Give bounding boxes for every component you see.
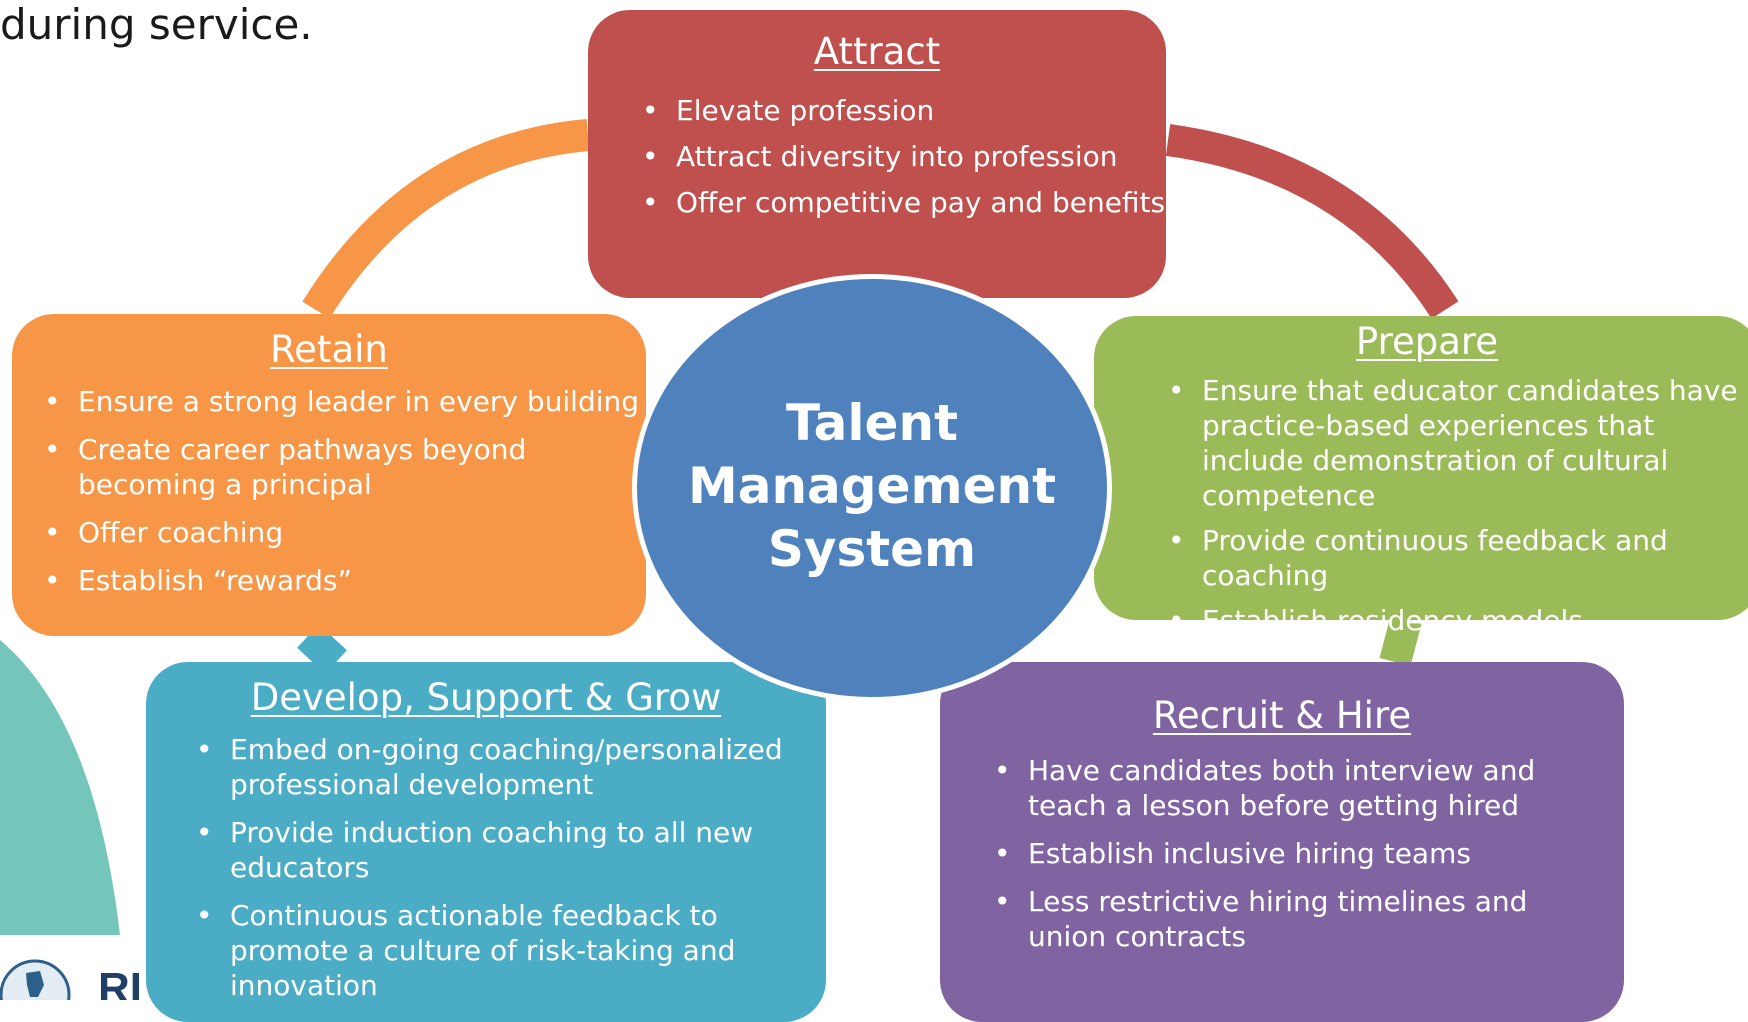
attract-list: Elevate profession Attract diversity int…: [588, 93, 1166, 220]
prepare-list: Ensure that educator candidates have pra…: [1094, 373, 1748, 638]
ring-arc-attract-prepare: [1165, 124, 1459, 319]
list-item: Provide induction coaching to all new ed…: [172, 815, 806, 885]
list-item: Elevate profession: [618, 93, 1166, 128]
develop-list: Embed on-going coaching/personalized pro…: [146, 732, 826, 1003]
list-item: Offer competitive pay and benefits: [618, 185, 1166, 220]
logo-text: RI: [98, 964, 142, 1000]
center-circle: Talent Management System: [632, 274, 1112, 702]
develop-title: Develop, Support & Grow: [250, 676, 722, 719]
list-item: Embed on-going coaching/personalized pro…: [172, 732, 806, 802]
ring-arc-retain-attract: [302, 119, 590, 319]
attract-box: Attract Elevate profession Attract diver…: [588, 10, 1166, 298]
recruit-box: Recruit & Hire Have candidates both inte…: [940, 662, 1624, 1022]
list-item: Offer coaching: [20, 515, 646, 550]
recruit-list: Have candidates both interview and teach…: [940, 753, 1624, 954]
list-item: Less restrictive hiring timelines and un…: [970, 884, 1604, 954]
list-item: Have candidates both interview and teach…: [970, 753, 1604, 823]
center-title: Talent Management System: [687, 393, 1057, 578]
top-caption: during service.: [0, 0, 313, 49]
decorative-teal-wedge: [0, 640, 120, 935]
list-item: Attract diversity into profession: [618, 139, 1166, 174]
list-item: Ensure that educator candidates have pra…: [1144, 373, 1740, 513]
recruit-title: Recruit & Hire: [1152, 694, 1412, 737]
list-item: Continuous actionable feedback to promot…: [172, 898, 806, 1003]
prepare-box: Prepare Ensure that educator candidates …: [1094, 316, 1748, 638]
ring-arc-retain-develop: [297, 624, 347, 674]
cycle-ring: [0, 119, 1459, 935]
retain-box: Retain Ensure a strong leader in every b…: [12, 314, 646, 636]
list-item: Establish inclusive hiring teams: [970, 836, 1604, 871]
list-item: Provide continuous feedback and coaching: [1144, 523, 1740, 593]
retain-list: Ensure a strong leader in every building…: [12, 384, 646, 598]
list-item: Ensure a strong leader in every building: [20, 384, 646, 419]
state-map-icon: [26, 971, 44, 997]
list-item: Establish residency models: [1144, 603, 1740, 638]
retain-title: Retain: [270, 328, 388, 371]
attract-title: Attract: [813, 30, 941, 73]
list-item: Establish “rewards”: [20, 563, 646, 598]
develop-box: Develop, Support & Grow Embed on-going c…: [146, 662, 826, 1022]
ride-logo: RI: [0, 959, 142, 1000]
prepare-title: Prepare: [1355, 320, 1499, 363]
list-item: Create career pathways beyond becoming a…: [20, 432, 646, 502]
